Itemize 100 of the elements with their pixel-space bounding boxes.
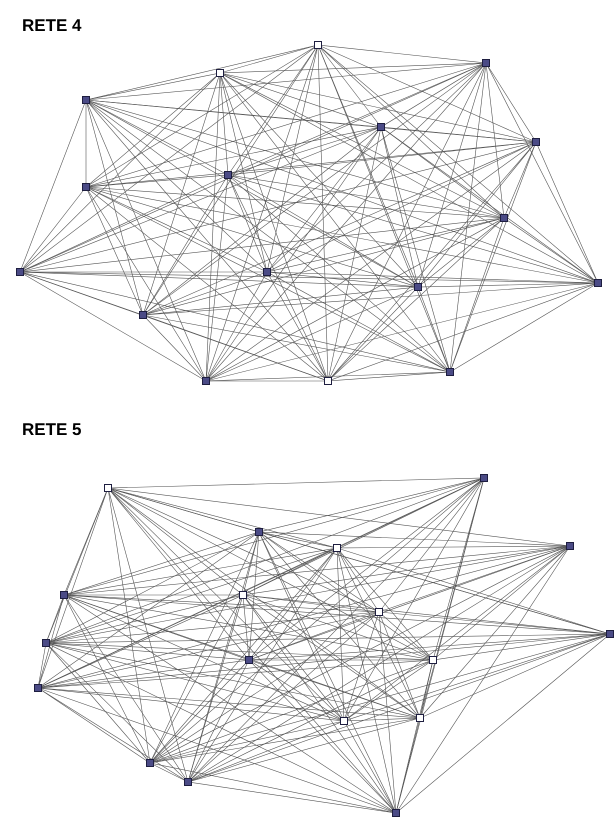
connector-line [66,598,186,778]
connector-line [112,478,480,488]
network-node [104,484,112,492]
network-node [375,608,383,616]
connector-line [154,634,606,762]
network-node [377,123,385,131]
connector-line [146,282,594,316]
connector-line [42,596,240,686]
connector-line [154,764,392,812]
connector-line [152,598,242,760]
connector-line [322,46,532,141]
connector-line [224,74,532,142]
connector-line [252,634,606,660]
connector-line [210,380,324,382]
connector-line [90,128,378,186]
connector-line [50,646,184,778]
connector-line [42,534,256,686]
connector-line [222,76,448,368]
connector-line [252,480,480,658]
connector-line [42,688,340,721]
connector-line [420,146,534,284]
connector-line [38,598,64,684]
connector-line [322,45,482,63]
connector-line [146,143,532,314]
connector-line [39,492,107,684]
network-node [60,591,68,599]
connector-line [68,596,340,720]
connector-line [87,104,205,378]
connector-line [42,660,430,688]
connector-line [434,482,484,656]
connector-line [332,372,446,381]
connector-line [232,175,500,218]
connector-line [384,65,482,125]
network-node [202,377,210,385]
connector-line [332,221,500,378]
connector-line [384,130,500,216]
connector-line [382,615,430,657]
connector-line [384,127,532,142]
connector-line [422,220,500,284]
network-node [146,759,154,767]
connector-line [50,644,340,720]
connector-line [22,190,84,268]
network-node [532,138,540,146]
network-node [480,474,488,482]
connector-line [420,664,432,714]
network-node [184,778,192,786]
connector-line [47,492,107,640]
network-node [34,684,42,692]
connector-line [38,646,46,684]
connector-line [486,66,504,214]
network-node [263,268,271,276]
connector-line [112,488,566,546]
connector-line [50,612,376,643]
connector-line [454,285,594,370]
connector-line [268,48,318,268]
connector-line [537,146,597,280]
connector-line [66,598,148,760]
connector-line [208,276,266,378]
connector-line [224,46,314,72]
connector-line [418,66,486,284]
connector-line [331,146,533,378]
connector-line [152,536,258,760]
connector-line [229,178,266,268]
network-node [139,311,147,319]
connector-line [424,635,606,717]
network-node [606,630,614,638]
connector-line [50,546,566,643]
connector-line [232,177,414,285]
connector-line [260,536,342,718]
connector-line [192,782,392,813]
connector-line [232,142,532,175]
connector-line [450,66,486,368]
connector-line [154,614,376,761]
connector-line [348,718,416,722]
connector-line [68,595,430,660]
connector-line [249,536,259,656]
connector-line [262,532,334,548]
connector-line [230,48,316,172]
network-node [594,279,602,287]
connector-line [338,552,396,810]
connector-line [47,598,63,640]
connector-line [270,66,482,268]
connector-line [42,546,566,688]
connector-line [348,548,566,718]
connector-line [379,616,396,810]
connector-line [320,48,378,124]
connector-line [192,635,606,781]
connector-line [42,550,334,686]
connector-line [322,48,500,215]
connector-line [230,178,326,378]
connector-line [270,272,594,284]
connector-line [246,598,342,718]
connector-line [112,490,430,658]
connector-line [252,552,334,656]
network-node [245,656,253,664]
connector-line [328,130,380,378]
connector-line [90,187,500,218]
connector-line [90,102,414,286]
connector-line [89,104,325,378]
connector-line [270,272,414,287]
